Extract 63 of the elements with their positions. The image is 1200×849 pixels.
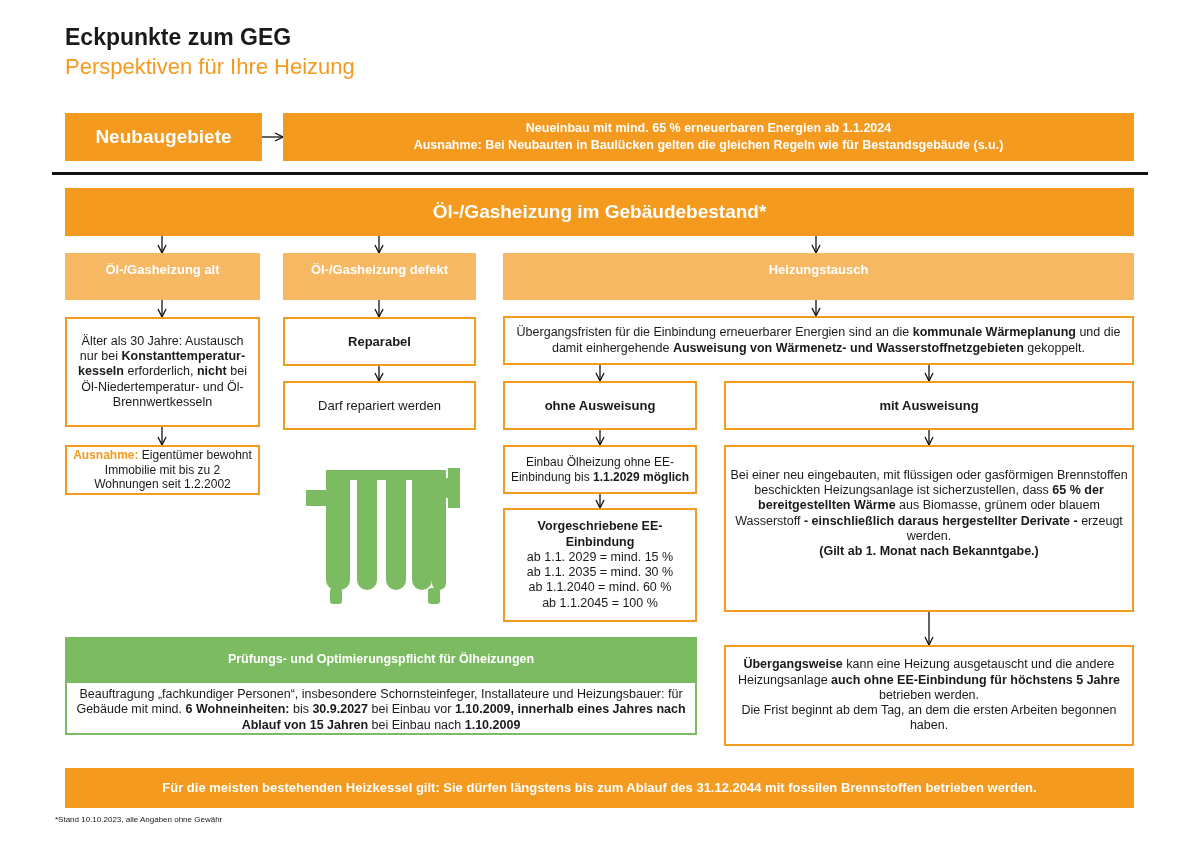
box-text: ab 1.1.2040 = mind. 60 %	[527, 580, 673, 596]
arrow	[924, 429, 934, 446]
arrow	[374, 365, 384, 382]
heading: Öl-/Gasheizung im Gebäudebestand*	[431, 200, 768, 224]
info-band	[283, 113, 1134, 161]
category-box	[65, 253, 260, 300]
process-box	[724, 381, 1134, 430]
process-box	[283, 381, 476, 430]
arrow	[157, 235, 167, 254]
category-box	[503, 253, 1134, 300]
process-box	[503, 381, 697, 430]
box-text: Die Frist beginnt ab dem Tag, an dem die ersten Arbeiten begonnen haben.	[740, 703, 1118, 734]
box-text: Darf repariert werden	[317, 397, 442, 414]
box-text: ab 1.1. 2035 = mind. 30 %	[525, 565, 675, 581]
process-box	[724, 445, 1134, 612]
arrow	[924, 364, 934, 382]
box-text: ab 1.1.2045 = 100 %	[541, 595, 659, 611]
process-box	[65, 445, 260, 495]
box-text: Älter als 30 Jahre: Austausch nur bei Konstanttemperatur-kesseln erforderlich, nicht bei Öl-Niedertemperatur- und Öl-Brennwertkesseln	[77, 333, 248, 411]
info-panel	[65, 637, 697, 735]
arrow	[374, 235, 384, 254]
title: Eckpunkte zum GEG	[65, 24, 292, 51]
box-text: mit Ausweisung	[878, 397, 980, 414]
category-box	[283, 253, 476, 300]
heading: Neubaugebiete	[94, 125, 233, 149]
box-text: ab 1.1. 2029 = mind. 15 %	[525, 549, 675, 565]
arrow	[595, 364, 605, 382]
process-box	[503, 445, 697, 494]
footnote: *Stand 10.10.2023, alle Angaben ohne Gewähr	[55, 815, 223, 824]
process-box	[503, 508, 697, 622]
box-text: Reparabel	[347, 333, 412, 350]
arrow	[595, 493, 605, 509]
heading: Heizungstausch	[767, 262, 870, 278]
box-text: (Gilt ab 1. Monat nach Bekanntgabe.)	[818, 544, 1040, 560]
arrow	[157, 426, 167, 446]
arrow	[157, 299, 167, 318]
process-box	[503, 316, 1134, 365]
arrow	[924, 611, 934, 646]
panel-heading: Prüfungs- und Optimierungspflicht für Ölheizungen	[65, 637, 697, 683]
heading: Neueinbau mit mind. 65 % erneuerbaren Energien ab 1.1.2024	[524, 120, 893, 136]
heading: Öl-/Gasheizung alt	[104, 262, 221, 278]
box-text: Einbau Ölheizung ohne EE-Einbindung bis 1.1.2029 möglich	[509, 454, 691, 485]
arrow	[261, 132, 284, 142]
process-box	[283, 317, 476, 366]
heading: Öl-/Gasheizung defekt	[309, 262, 450, 278]
header-band	[65, 188, 1134, 236]
process-box	[724, 645, 1134, 746]
arrow	[374, 299, 384, 318]
box-text: Übergangsweise kann eine Heizung ausgetauscht und die andere Heizungsanlage auch ohne EE-Einbindung für höchstens 5 Jahre betrieben werden.	[736, 657, 1122, 704]
process-box	[65, 317, 260, 427]
heading: Für die meisten bestehenden Heizkessel gilt: Sie dürfen längstens bis zum Ablauf des 31.12.2044 mit fossilen Brennstoffen betrieben werden.	[161, 780, 1038, 796]
box-text: ohne Ausweisung	[543, 397, 657, 414]
arrow	[811, 235, 821, 254]
arrow	[811, 299, 821, 317]
arrow	[595, 429, 605, 446]
box-text: Übergangsfristen für die Einbindung erneuerbarer Energien sind an die kommunale Wärmeplanung und die damit einhergehende Ausweisung von Wärmenetz- und Wasserstoffnetzgebieten gekoppelt.	[515, 325, 1122, 356]
box-text: Beauftragung „fachkundiger Personen“, insbesondere Schornsteinfeger, Installateure und Heizungsbauer: für Gebäude mit mind. 6 Wohneinheiten: bis 30.9.2027 bei Einbau vor 1.10.2009, innerhalb eines Jahres nach Ablauf von 15 Jahren bei Einbau nach 1.10.2009	[75, 687, 687, 733]
box-text: Ausnahme: Eigentümer bewohnt Immobilie mit bis zu 2 Wohnungen seit 1.2.2002	[72, 448, 253, 492]
heading: Ausnahme: Bei Neubauten in Baulücken gelten die gleichen Regeln wie für Bestandsgebäude (s.u.)	[412, 138, 1005, 154]
header-band	[65, 113, 262, 161]
info-band	[65, 768, 1134, 808]
subtitle: Perspektiven für Ihre Heizung	[65, 54, 355, 80]
box-text: Bei einer neu eingebauten, mit flüssigen oder gasförmigen Brennstoffen beschickten Heizungsanlage ist sicherzustellen, dass 65 % der bereitgestellten Wärme aus Biomasse, grünem oder blauem Wasserstoff - einschließlich daraus hergestellter Derivate - erzeugt werden.	[729, 467, 1129, 544]
